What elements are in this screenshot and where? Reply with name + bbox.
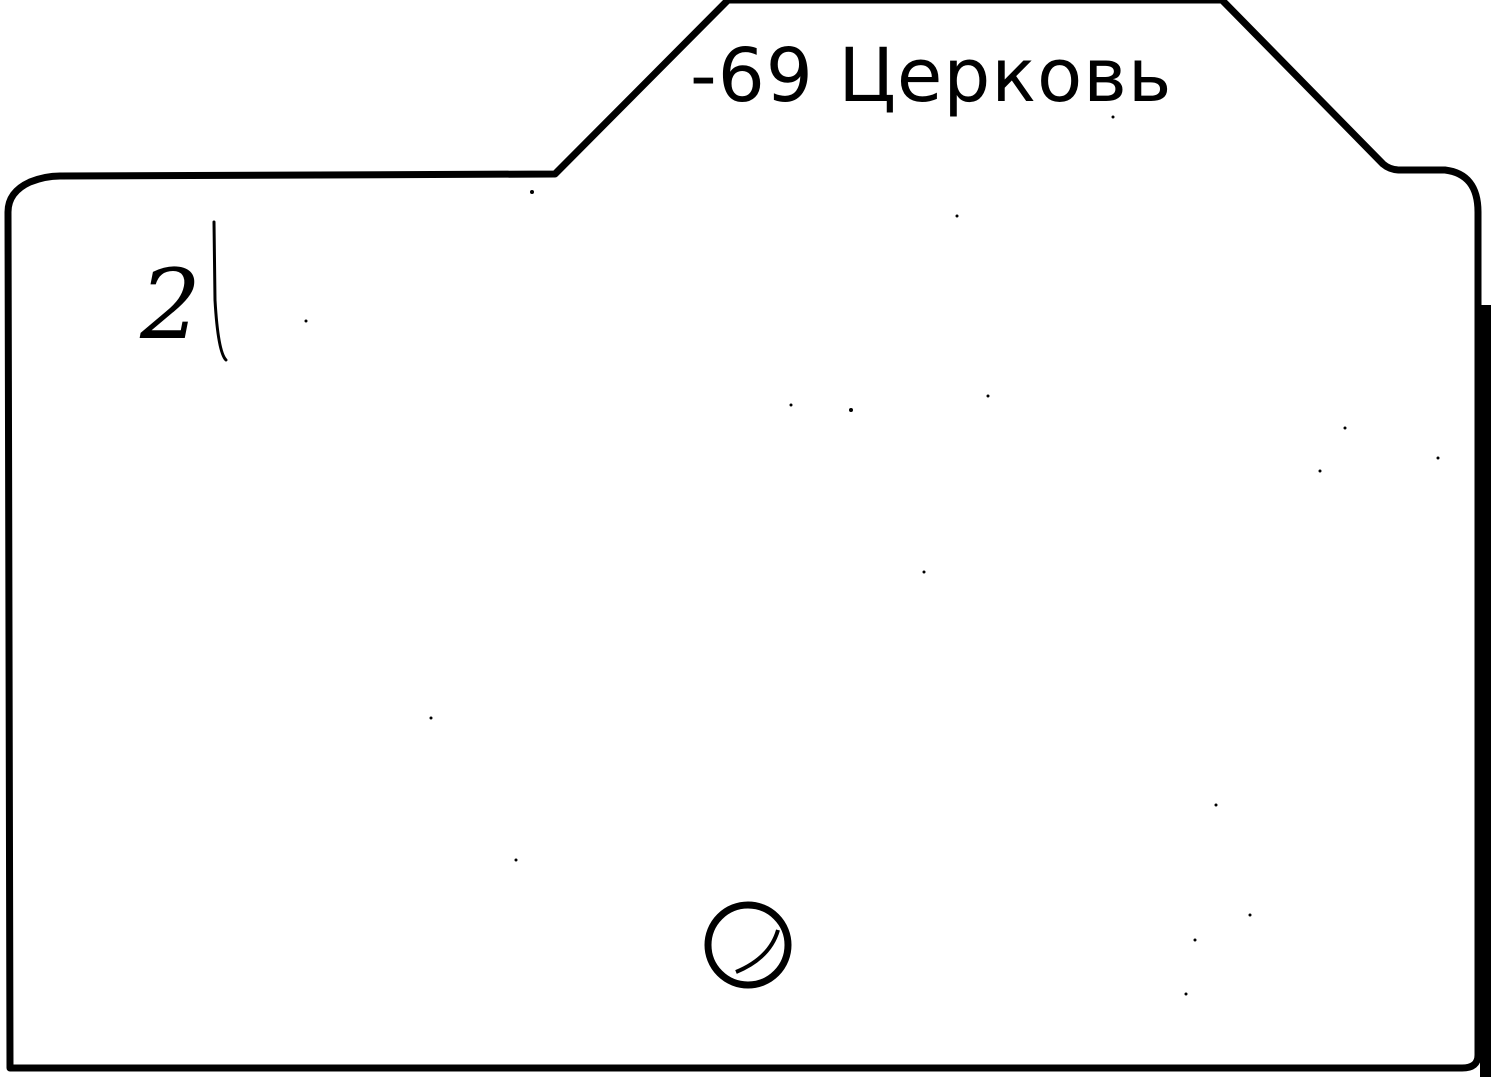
corner-mark: 2 <box>140 249 202 361</box>
tab-label: -69 Церковь <box>690 33 1173 119</box>
paper-specks <box>304 115 1440 996</box>
right-edge-shadow <box>1480 305 1491 1077</box>
card-outline <box>4 0 1482 1072</box>
punch-hole <box>704 901 792 989</box>
corner-stroke <box>212 220 228 362</box>
punch-hole-inner-mark <box>735 929 780 974</box>
